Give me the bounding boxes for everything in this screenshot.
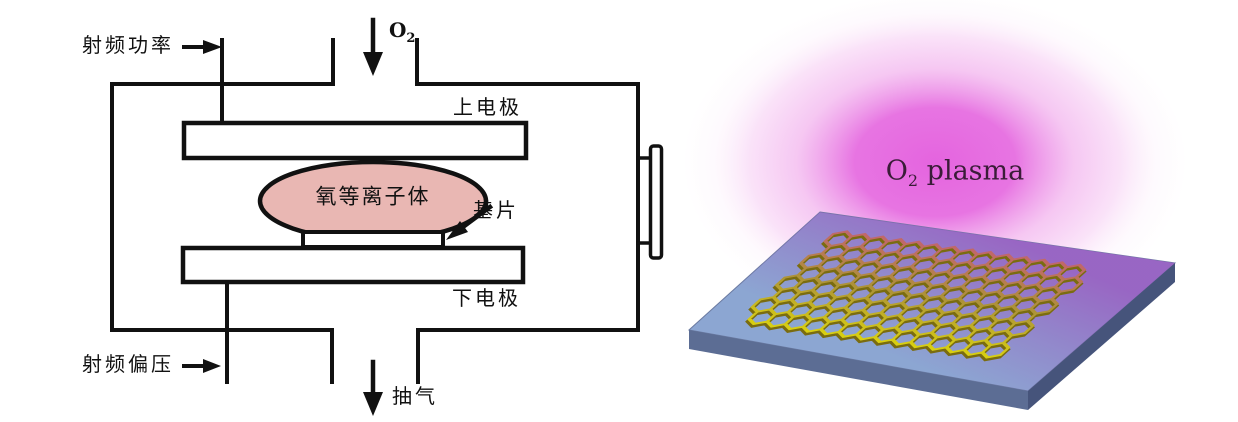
substrate-arrowhead xyxy=(446,221,468,240)
o2-inlet-arrowhead xyxy=(363,52,383,76)
upper-electrode xyxy=(181,120,529,161)
exhaust-label: 抽气 xyxy=(392,384,438,408)
rf-power-label: 射频功率 xyxy=(82,33,174,57)
exhaust-arrowhead xyxy=(363,392,383,416)
honeycomb-mesh-lattice xyxy=(747,230,1087,359)
plasma-illustration xyxy=(683,0,1187,410)
rf-power-arrowhead xyxy=(203,40,222,54)
substrate-label: 基片 xyxy=(473,198,519,222)
chamber-wall-left xyxy=(110,38,335,384)
o2-subscript: 2 xyxy=(406,31,416,46)
o2-plasma-symbol: O xyxy=(885,155,908,187)
plasma-ellipse-label: 氧等离子体 xyxy=(315,184,431,209)
o2-plasma-label: O2 plasma xyxy=(885,155,1025,190)
rf-bias-label: 射频偏压 xyxy=(82,352,174,376)
o2-inlet-label: O2 xyxy=(389,19,415,46)
substrate-slab-right-side-face xyxy=(1028,263,1175,410)
viewport-window xyxy=(648,144,664,260)
chamber-wall-right xyxy=(415,38,640,384)
rf-bias-arrowhead xyxy=(203,359,221,373)
lower-electrode-label: 下电极 xyxy=(452,286,521,310)
honeycomb-mesh xyxy=(745,230,1087,362)
o2-plasma-subscript: 2 xyxy=(907,170,919,190)
upper-electrode-label: 上电极 xyxy=(453,95,522,119)
o2-plasma-suffix: plasma xyxy=(918,155,1025,187)
o2-symbol: O xyxy=(389,18,407,42)
lower-electrode xyxy=(180,245,526,285)
substrate-arrow-shaft xyxy=(459,203,494,231)
schematic-arrowheads xyxy=(203,40,468,416)
plasma-chamber-schematic xyxy=(110,17,664,397)
substrate-slab-left-side-face xyxy=(689,330,1028,410)
substrate-chip xyxy=(301,230,445,249)
